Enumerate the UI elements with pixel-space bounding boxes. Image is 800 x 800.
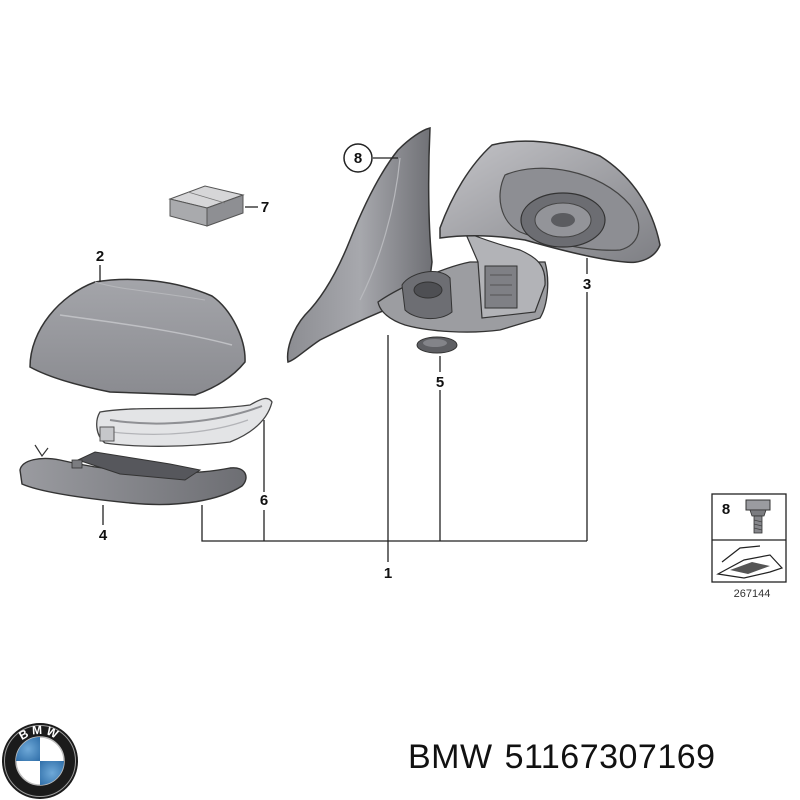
callout-6: 6 xyxy=(260,492,268,509)
callout-5: 5 xyxy=(436,374,444,391)
caption-part-number: 51167307169 xyxy=(504,738,716,776)
part-7-block xyxy=(168,185,245,227)
part-4-lower-trim xyxy=(19,444,247,506)
callout-4: 4 xyxy=(99,527,108,544)
part-5-gasket xyxy=(416,336,458,354)
callout-7: 7 xyxy=(261,199,269,216)
part-2-mirror-cap xyxy=(29,278,246,396)
callout-8-circle xyxy=(343,143,373,173)
inset-reference-number: 267144 xyxy=(734,588,771,600)
caption-brand: BMW xyxy=(408,738,493,776)
callout-1: 1 xyxy=(384,565,392,582)
callout-3: 3 xyxy=(583,276,591,293)
caption: BMW 51167307169 xyxy=(408,738,793,788)
part-3-mirror-housing xyxy=(439,140,661,264)
callout-2: 2 xyxy=(96,248,104,265)
bmw-logo: BMW xyxy=(2,723,78,799)
screw-inset: 8 267144 xyxy=(711,493,787,600)
mirror-drive-assembly xyxy=(377,230,549,333)
orientation-arrow-icon xyxy=(716,545,784,579)
part-6-turn-signal xyxy=(96,397,273,447)
inset-part-label: 8 xyxy=(722,501,730,518)
screw-icon xyxy=(745,499,771,534)
callout-labels: 8 7 2 3 5 6 4 1 xyxy=(96,143,591,582)
leader-lines xyxy=(99,157,588,562)
callout-8: 8 xyxy=(354,150,362,167)
svg-text:BMW: BMW xyxy=(16,723,63,743)
